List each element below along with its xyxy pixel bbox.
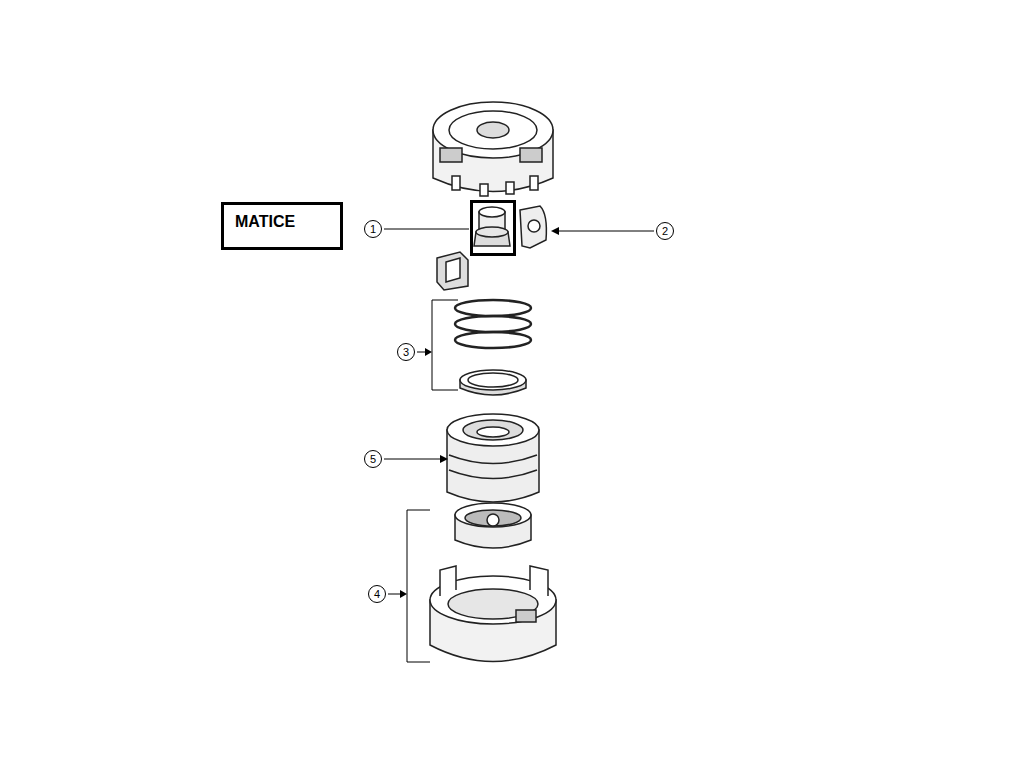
- callout-number: 2: [656, 222, 674, 240]
- callout-number: 4: [368, 585, 386, 603]
- callout-number: 1: [364, 220, 382, 238]
- callout-number: 3: [397, 343, 415, 361]
- part-name: MATICE: [235, 213, 295, 231]
- callout-number: 5: [364, 450, 382, 468]
- label-box: MATICE: [221, 202, 343, 250]
